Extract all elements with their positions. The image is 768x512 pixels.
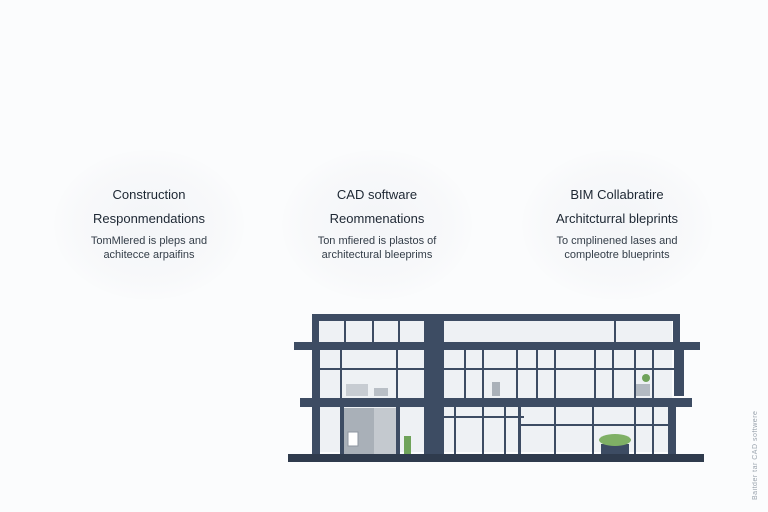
card-description-line: compleotre blueprints [564,249,670,261]
side-caption: Baitder tar CAD softwere [752,410,759,500]
plant-decorations [404,374,650,454]
card-title: CAD software [336,187,418,202]
card-subtitle: Responmendations [92,211,206,226]
card-description-line: achitecce arpaifins [103,249,195,261]
card-description-line: TomMlered is pleps and [90,235,208,247]
card-description-line: architectural bleeprims [321,249,433,261]
card-description-line: To cmplinened lases and [556,235,678,247]
interior-details [344,382,650,456]
card-title: BIM Collabratire [570,187,664,202]
card-construction: Construction Responmendations TomMlered … [54,150,244,300]
card-description-line: Ton mfiered is plastos of [317,235,437,247]
card-subtitle: Reommenations [329,211,425,226]
card-bim-collaboration: BIM Collabratire Architcturral bleprints… [522,150,712,300]
building-illustration [288,314,704,462]
building-structure [294,314,700,456]
ground-base [288,454,704,462]
card-title: Construction [112,187,186,202]
card-cad-software: CAD software Reommenations Ton mfiered i… [282,150,472,300]
card-subtitle: Architcturral bleprints [555,211,679,226]
